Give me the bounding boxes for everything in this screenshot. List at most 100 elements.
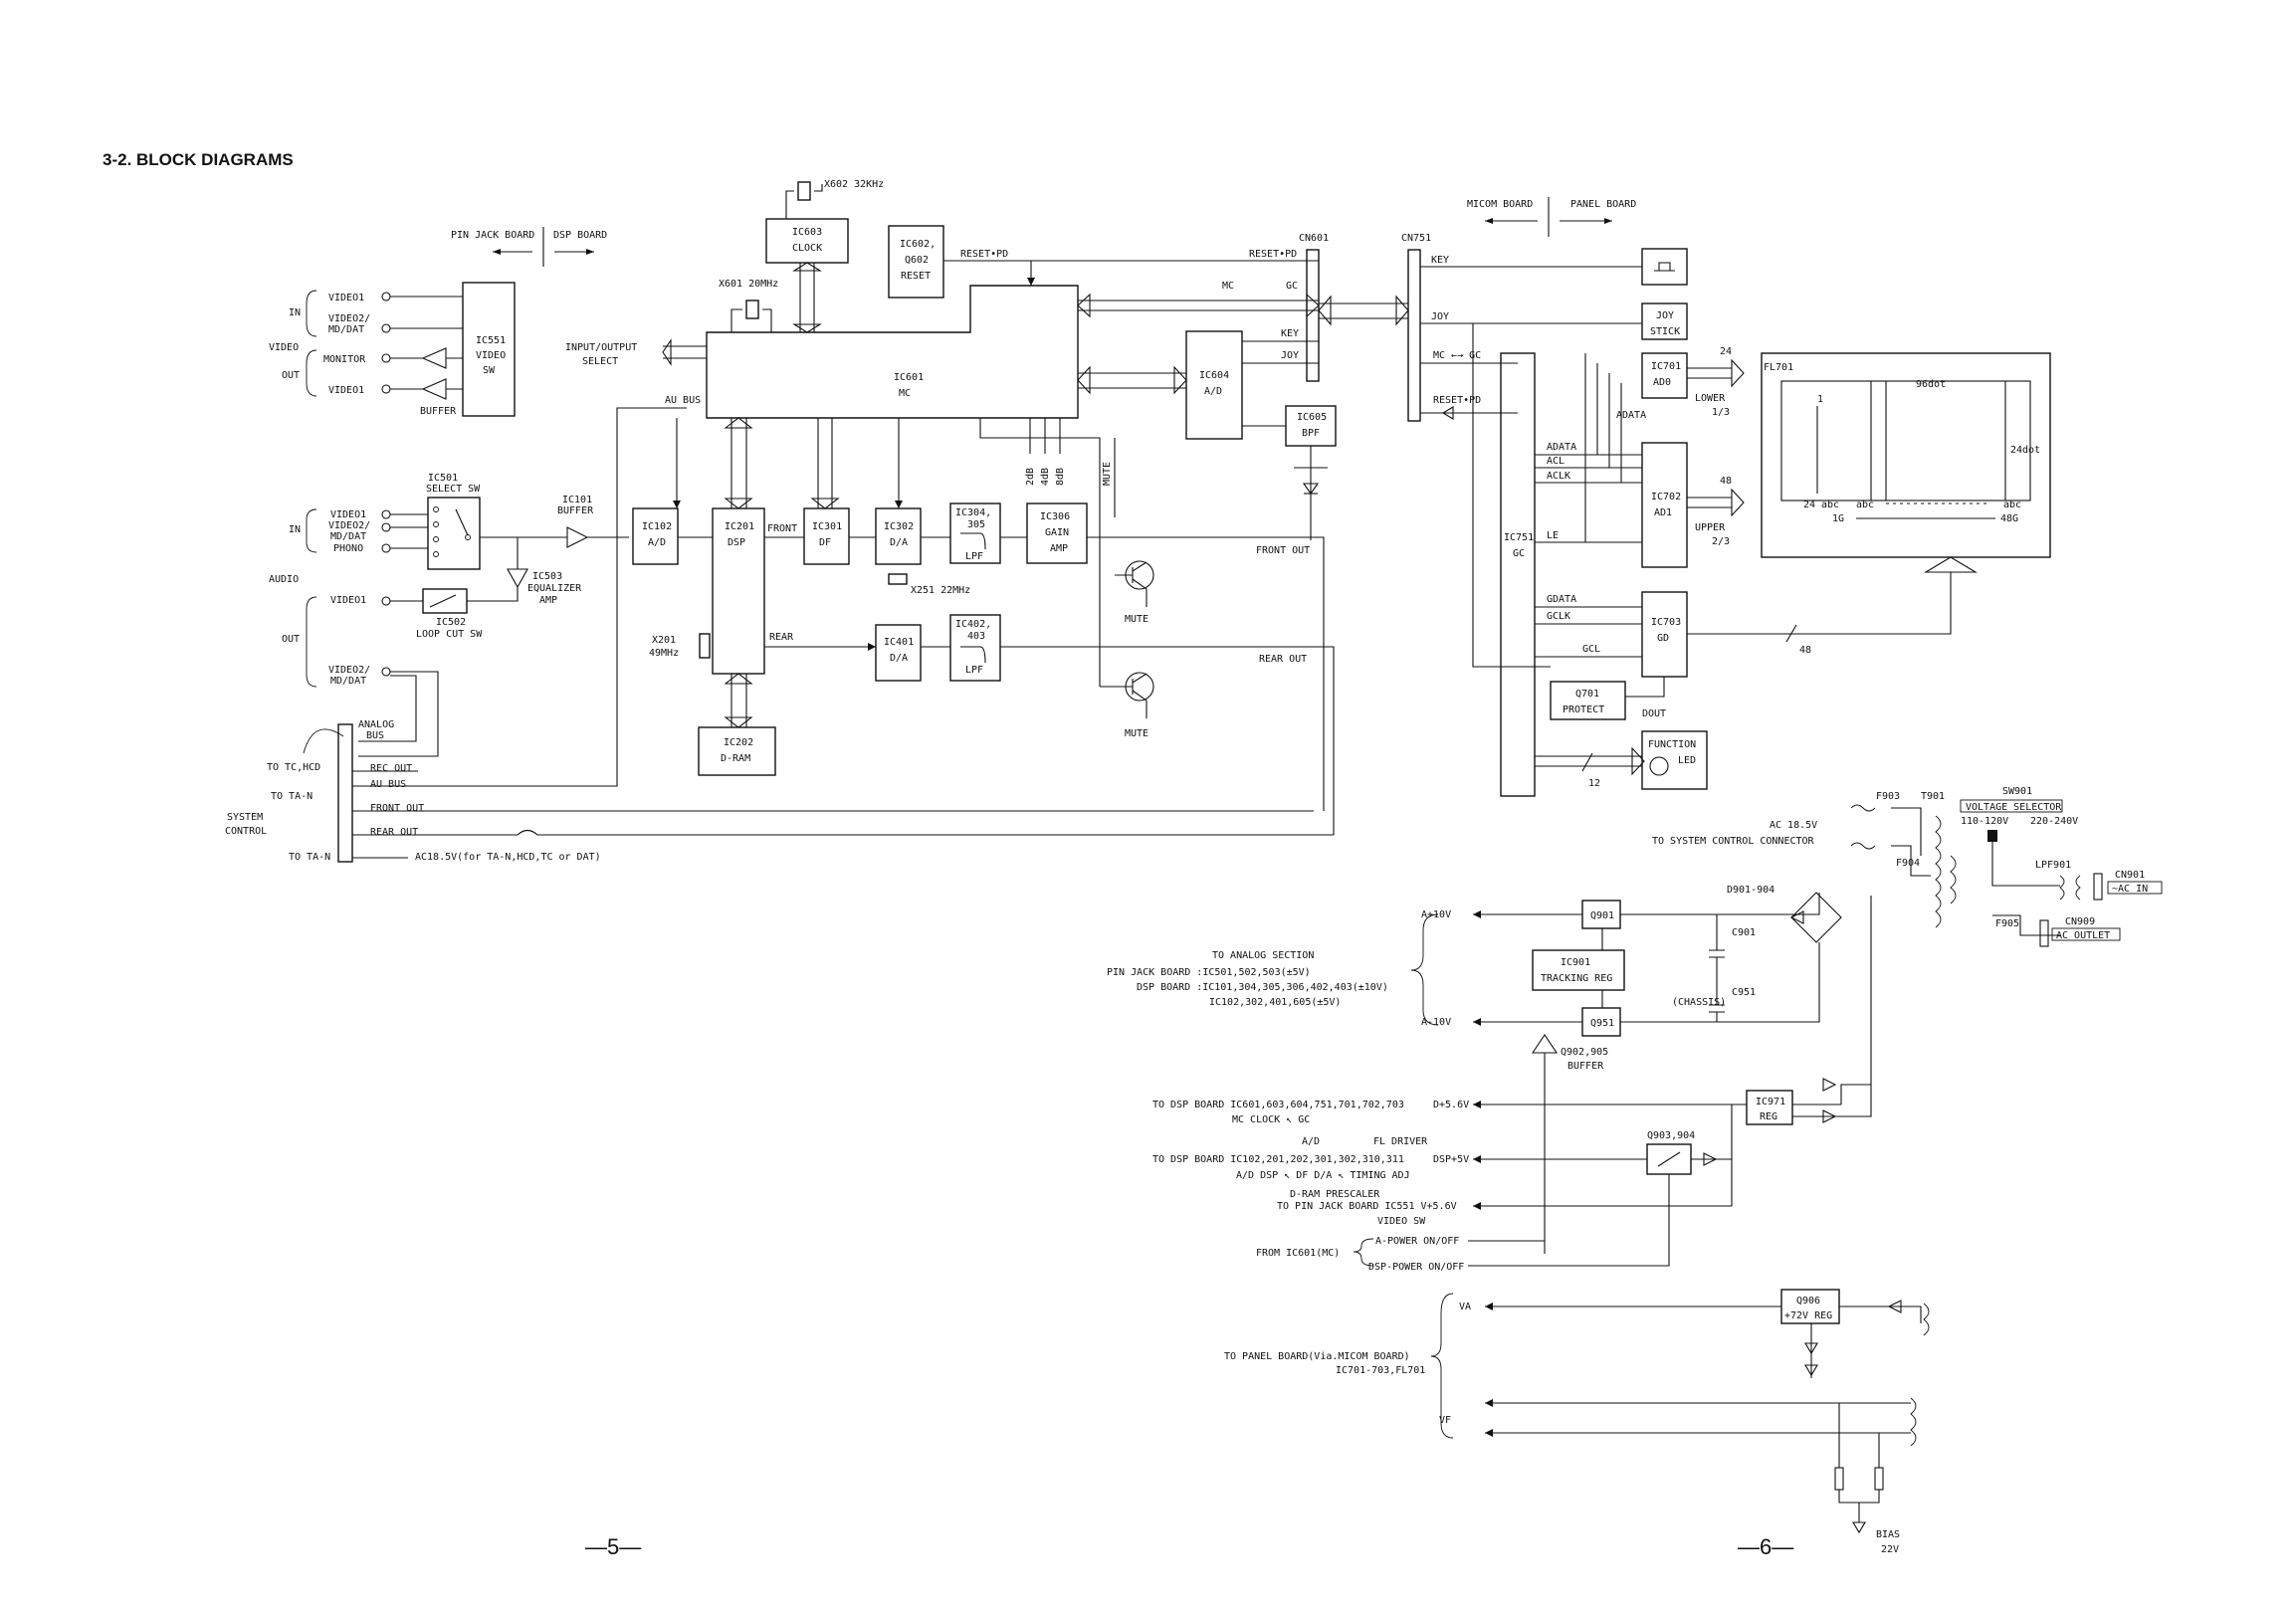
filter-label: LPF901 bbox=[2035, 860, 2071, 871]
video-jack-label: MONITOR bbox=[323, 354, 366, 365]
block-label: Q902,905 bbox=[1561, 1047, 1608, 1058]
block-label: PROTECT bbox=[1563, 704, 1604, 715]
signal-label: ACL bbox=[1547, 456, 1565, 467]
block-label: IC304, bbox=[955, 507, 991, 518]
ic602-reset-block bbox=[888, 225, 944, 299]
wire bbox=[1625, 677, 1665, 698]
ic601-mc-block bbox=[706, 285, 1079, 419]
ac-in-box bbox=[2107, 881, 2163, 895]
bus-arrow bbox=[1319, 302, 1408, 319]
voltage-selector-box bbox=[1960, 799, 2063, 813]
switch-label: VOLTAGE SELECTOR bbox=[1966, 802, 2062, 813]
diode-label: D901-904 bbox=[1727, 885, 1774, 896]
power-label: TO DSP BOARD IC601,603,604,751,701,702,7… bbox=[1152, 1100, 1404, 1110]
audio-jack-label: MD/DAT bbox=[330, 676, 366, 687]
block-label: 48G bbox=[2000, 513, 2018, 524]
crystal-icon bbox=[888, 573, 908, 585]
block-label: 1 bbox=[1817, 394, 1823, 405]
block-label: +72V REG bbox=[1784, 1310, 1832, 1321]
audio-jack-label: VIDEO2/ bbox=[328, 665, 370, 676]
fuse-label: F903 bbox=[1876, 791, 1900, 802]
ic604-ad-block bbox=[1185, 330, 1243, 440]
bridge-rectifier-icon bbox=[1790, 892, 1842, 943]
block-label: STICK bbox=[1650, 326, 1680, 337]
power-label: IC701-703,FL701 bbox=[1336, 1365, 1425, 1376]
rca-jack-icon bbox=[381, 522, 391, 532]
block-label: D-RAM bbox=[721, 753, 750, 764]
signal-label: ADATA bbox=[1547, 442, 1576, 453]
wire bbox=[358, 675, 417, 742]
signal-label: 2/3 bbox=[1712, 536, 1730, 547]
block-label: IC501 bbox=[428, 473, 458, 484]
switch-label: 110-120V bbox=[1961, 816, 2008, 827]
arrowhead bbox=[1485, 1429, 1493, 1437]
signal-label: RESET•PD bbox=[1249, 249, 1297, 260]
rca-jack-icon bbox=[381, 509, 391, 519]
arrowhead bbox=[1306, 293, 1320, 318]
resistor-icon bbox=[1834, 1467, 1844, 1491]
block-label: Q906 bbox=[1796, 1296, 1820, 1306]
video-jack-label: MD/DAT bbox=[328, 324, 364, 335]
block-label: 24dot bbox=[2010, 445, 2040, 456]
ic401-da-block bbox=[875, 624, 922, 682]
ac-outlet-box bbox=[2051, 927, 2121, 941]
block-label: LED bbox=[1678, 755, 1696, 766]
ic306-gain-amp-block bbox=[1026, 502, 1088, 564]
arrowhead bbox=[1631, 746, 1645, 776]
ic971-reg-block bbox=[1746, 1090, 1793, 1125]
signal-label: REAR OUT bbox=[1259, 654, 1307, 665]
signal-label: MUTE bbox=[1125, 614, 1148, 625]
panel-board-label: PANEL BOARD bbox=[1570, 199, 1636, 210]
rca-jack-icon bbox=[381, 384, 391, 394]
block-label: IC551 bbox=[476, 335, 506, 346]
signal-label: JOY bbox=[1431, 311, 1449, 322]
video-group-label: VIDEO bbox=[269, 342, 299, 353]
crystal-label: X251 22MHz bbox=[911, 585, 970, 596]
wire bbox=[676, 418, 713, 538]
connector-label: CN601 bbox=[1299, 233, 1329, 244]
cn601-connector bbox=[1306, 249, 1320, 382]
transistor-leads bbox=[1115, 561, 1148, 607]
arrowhead bbox=[895, 501, 903, 508]
connector-label: ~AC IN bbox=[2112, 884, 2148, 895]
video-jack-label: VIDEO2/ bbox=[328, 313, 370, 324]
wire bbox=[1601, 893, 1820, 1023]
power-label: FL DRIVER bbox=[1373, 1136, 1428, 1147]
power-label: MC CLOCK ↖ GC bbox=[1232, 1114, 1310, 1125]
brace bbox=[306, 349, 317, 397]
arrowhead bbox=[724, 673, 753, 685]
power-label: D-RAM PRESCALER bbox=[1290, 1189, 1380, 1200]
signal-label: 48 bbox=[1720, 476, 1732, 487]
bus-arrow bbox=[1535, 755, 1642, 767]
block-label: AD0 bbox=[1653, 377, 1671, 388]
power-label: DSP-POWER ON/OFF bbox=[1368, 1262, 1464, 1273]
rail-label: D+5.6V bbox=[1433, 1100, 1469, 1110]
connector-label: TO TC,HCD bbox=[267, 762, 320, 773]
diode-icon bbox=[1887, 1300, 1902, 1313]
wire bbox=[1472, 323, 1551, 668]
wire bbox=[1687, 571, 1976, 635]
block-label: 24 bbox=[1803, 500, 1815, 510]
block-label: IC201 bbox=[725, 521, 754, 532]
block-label: D/A bbox=[890, 653, 908, 664]
diode-icon bbox=[1441, 406, 1454, 420]
block-label: MC bbox=[899, 388, 911, 399]
ic502-loop-cut-sw-block bbox=[422, 588, 468, 614]
transformer-coil-icon bbox=[1923, 1303, 1930, 1336]
signal-label: FRONT bbox=[767, 523, 797, 534]
block-label: IC301 bbox=[812, 521, 842, 532]
block-label: LPF bbox=[965, 665, 983, 676]
bus-arrow bbox=[1687, 367, 1732, 379]
resistor-icon bbox=[1874, 1467, 1884, 1491]
wire bbox=[358, 671, 439, 757]
block-label: SW bbox=[483, 365, 496, 376]
block-label: AMP bbox=[539, 595, 557, 606]
block-label: IC202 bbox=[724, 737, 753, 748]
connector-label: REAR OUT bbox=[370, 827, 418, 838]
brace bbox=[1410, 913, 1439, 1026]
signal-label: RESET•PD bbox=[1433, 395, 1481, 406]
connector-label: REC OUT bbox=[370, 763, 412, 774]
ic202-dram-block bbox=[698, 726, 776, 776]
transformer-coil-icon bbox=[1950, 855, 1957, 904]
block-label: A/D bbox=[1204, 386, 1222, 397]
